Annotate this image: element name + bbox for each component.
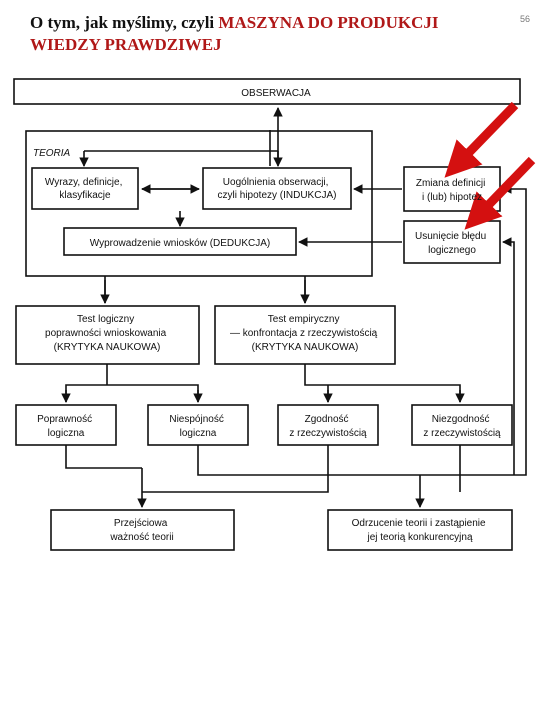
deduction-label: Wyprowadzenie wniosków (DEDUKCJA) <box>90 238 271 249</box>
provisional-validity-box <box>50 509 235 551</box>
slide-title: O tym, jak myślimy, czyli MASZYNA DO PRO… <box>30 12 510 56</box>
arrow-disagreement-to-definition-change <box>420 184 527 476</box>
logical-inconsistency-label: Niespójność logiczna <box>169 414 226 439</box>
generalizations-box <box>202 167 352 210</box>
deduction-box <box>63 227 297 256</box>
logic-fix-label: Usunięcie błędu logicznego <box>415 231 489 256</box>
logical-inconsistency-box <box>147 404 249 446</box>
logical-test-label: Test logiczny poprawności wnioskowania (… <box>45 314 169 353</box>
reality-agreement-label: Zgodność z rzeczywistością <box>289 414 367 439</box>
red-arrow-definition-change <box>444 101 519 178</box>
title-highlight: MASZYNA DO PRODUKCJI WIEDZY PRAWDZIWEJ <box>30 13 439 54</box>
generalizations-label: Uogólnienia obserwacji, czyli hipotezy (… <box>218 177 337 201</box>
logic-fix-box <box>403 220 501 264</box>
empirical-test-label: Test empiryczny — konfrontacja z rzeczyw… <box>230 314 380 353</box>
observation-box <box>13 78 521 105</box>
reality-agreement-box <box>277 404 379 446</box>
reality-disagreement-box <box>411 404 513 446</box>
logical-correctness-label: Poprawność logiczna <box>37 414 95 439</box>
terms-label: Wyrazy, definicje, klasyfikacje <box>45 177 125 201</box>
observation-label: OBSERWACJA <box>241 88 311 99</box>
theory-box <box>25 130 373 277</box>
definition-change-label: Zmiana definicji i (lub) hipotez <box>416 178 488 203</box>
reality-disagreement-label: Niezgodność z rzeczywistością <box>423 414 501 439</box>
provisional-validity-label: Przejściowa ważność teorii <box>109 518 173 543</box>
red-arrow-logic-fix <box>464 156 536 230</box>
terms-box <box>31 167 139 210</box>
theory-label: TEORIA <box>33 148 71 159</box>
logical-correctness-box <box>15 404 117 446</box>
theory-rejection-box <box>327 509 513 551</box>
title-prefix: O tym, jak myślimy, czyli <box>30 13 219 32</box>
page-number: 56 <box>520 14 531 24</box>
arrow-inconsistency-to-logic-fix <box>502 237 515 475</box>
theory-rejection-label: Odrzucenie teorii i zastąpienie jej teor… <box>352 518 489 543</box>
